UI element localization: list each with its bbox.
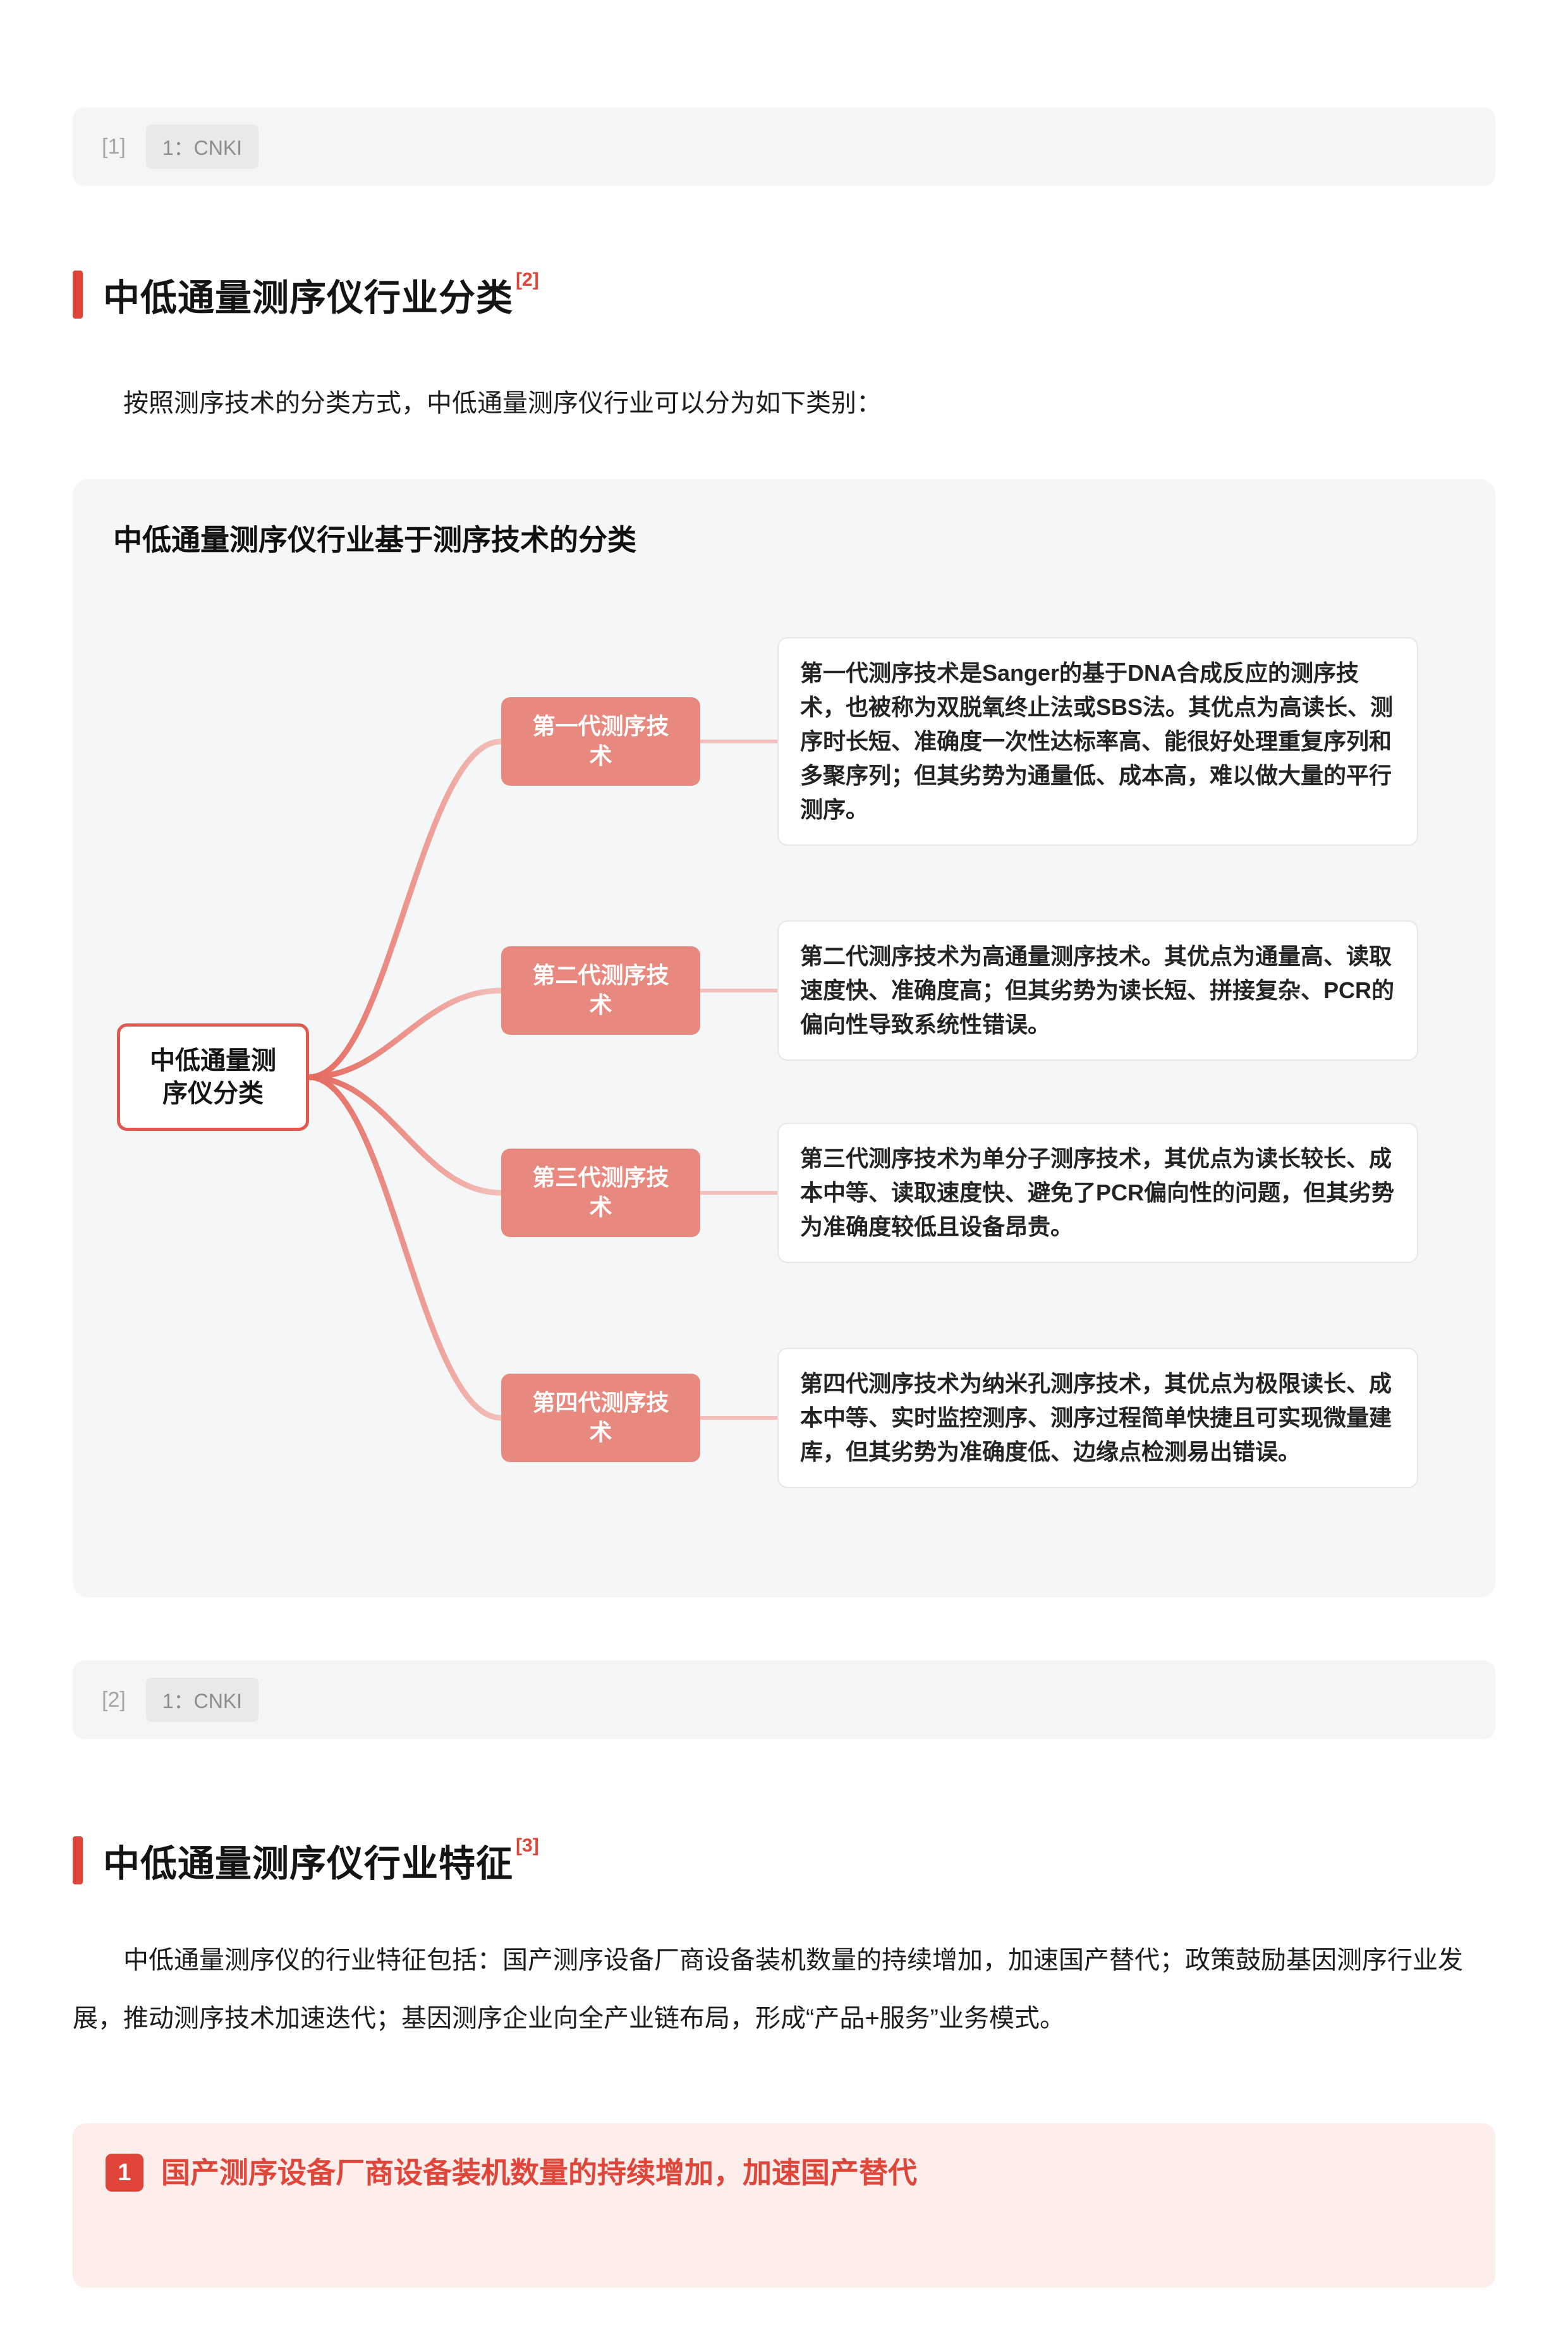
branch-desc-box-3: 第三代测序技术为单分子测序技术，其优点为读长较长、成本中等、读取速度快、避免了P…	[777, 1123, 1418, 1263]
section-title-text: 中低通量测序仪行业分类	[103, 278, 514, 319]
citation-ref: [2]	[102, 1687, 126, 1712]
section-accent-bar	[73, 1836, 83, 1884]
citation-box: [1] 1：CNKI	[73, 107, 1495, 186]
section-title-text: 中低通量测序仪行业特征	[103, 1843, 514, 1884]
section-title-characteristics: 中低通量测序仪行业特征 [3]	[73, 1834, 1495, 1887]
citation-source-badge[interactable]: 1：CNKI	[145, 125, 259, 169]
mindmap-branch-node-3: 第三代测序技术	[501, 1149, 700, 1237]
feature-highlight-box: 1 国产测序设备厂商设备装机数量的持续增加，加速国产替代	[73, 2123, 1495, 2288]
mindmap-branch-node-2: 第二代测序技术	[501, 946, 700, 1035]
feature-title-text: 国产测序设备厂商设备装机数量的持续增加，加速国产替代	[161, 2156, 917, 2189]
mindmap-branch-node-4: 第四代测序技术	[501, 1374, 700, 1462]
citation-source-badge[interactable]: 1：CNKI	[145, 1678, 259, 1722]
citation-ref: [1]	[102, 134, 126, 159]
branch-desc-box-4: 第四代测序技术为纳米孔测序技术，其优点为极限读长、成本中等、实时监控测序、测序过…	[777, 1348, 1418, 1488]
branch-desc-box-1: 第一代测序技术是Sanger的基于DNA合成反应的测序技术，也被称为双脱氧终止法…	[777, 637, 1418, 846]
features-paragraph: 中低通量测序仪的行业特征包括：国产测序设备厂商设备装机数量的持续增加，加速国产替…	[73, 1946, 1463, 2032]
citation-superscript[interactable]: [2]	[516, 269, 539, 290]
diagram-panel: 中低通量测序仪行业基于测序技术的分类 中低通量测序仪分类 第一代测序技术 第二代…	[73, 479, 1495, 1597]
intro-paragraph: 按照测序技术的分类方式，中低通量测序仪行业可以分为如下类别：	[123, 389, 882, 417]
branch-desc-box-2: 第二代测序技术为高通量测序技术。其优点为通量高、读取速度快、准确度高；但其劣势为…	[777, 920, 1418, 1061]
section-accent-bar	[73, 271, 83, 319]
citation-box: [2] 1：CNKI	[73, 1661, 1495, 1739]
citation-superscript[interactable]: [3]	[516, 1835, 539, 1856]
mindmap-branch-node-1: 第一代测序技术	[501, 697, 700, 786]
report-page: [1] 1：CNKI 中低通量测序仪行业分类 [2] 按照测序技术的分类方式，中…	[0, 107, 1568, 2288]
section-title-classification: 中低通量测序仪行业分类 [2]	[73, 268, 1495, 321]
feature-number-badge: 1	[106, 2154, 143, 2192]
diagram-title: 中低通量测序仪行业基于测序技术的分类	[113, 523, 636, 556]
mindmap-root-node: 中低通量测序仪分类	[117, 1023, 309, 1131]
